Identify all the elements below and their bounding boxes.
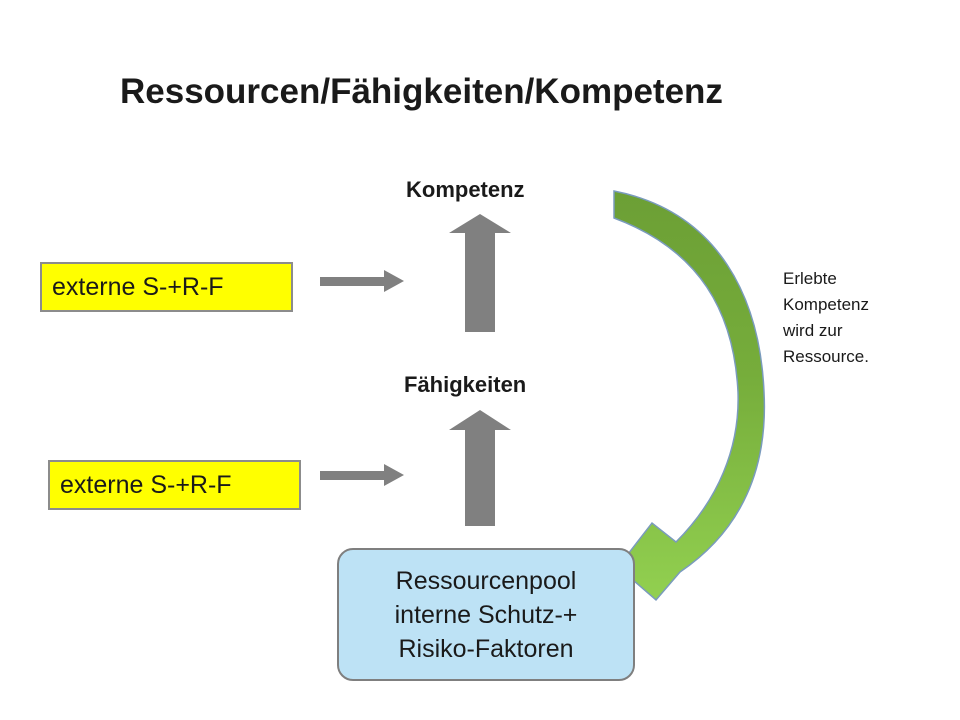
- side-note: Erlebte Kompetenz wird zur Ressource.: [783, 266, 869, 370]
- side-note-line: Erlebte: [783, 269, 837, 288]
- arrow-up-upper: [449, 214, 511, 332]
- external-factors-box-top: externe S-+R-F: [40, 262, 293, 312]
- arrow-up-lower: [449, 410, 511, 526]
- side-note-line: Ressource.: [783, 347, 869, 366]
- curved-arrow-feedback: [613, 190, 766, 602]
- side-note-line: wird zur: [783, 321, 843, 340]
- resource-pool-box: Ressourcenpool interne Schutz-+ Risiko-F…: [337, 548, 635, 681]
- arrow-right-lower: [320, 464, 404, 486]
- stage-kompetenz-label: Kompetenz: [406, 177, 525, 202]
- side-note-line: Kompetenz: [783, 295, 869, 314]
- external-factors-box-bottom: externe S-+R-F: [48, 460, 301, 510]
- arrow-right-upper: [320, 270, 404, 292]
- resource-pool-line: interne Schutz-+: [394, 600, 578, 629]
- resource-pool-line: Risiko-Faktoren: [398, 634, 574, 663]
- resource-pool-line: Ressourcenpool: [395, 566, 577, 595]
- stage-faehigkeiten-label: Fähigkeiten: [404, 372, 527, 397]
- page-title: Ressourcen/Fähigkeiten/Kompetenz: [120, 72, 723, 111]
